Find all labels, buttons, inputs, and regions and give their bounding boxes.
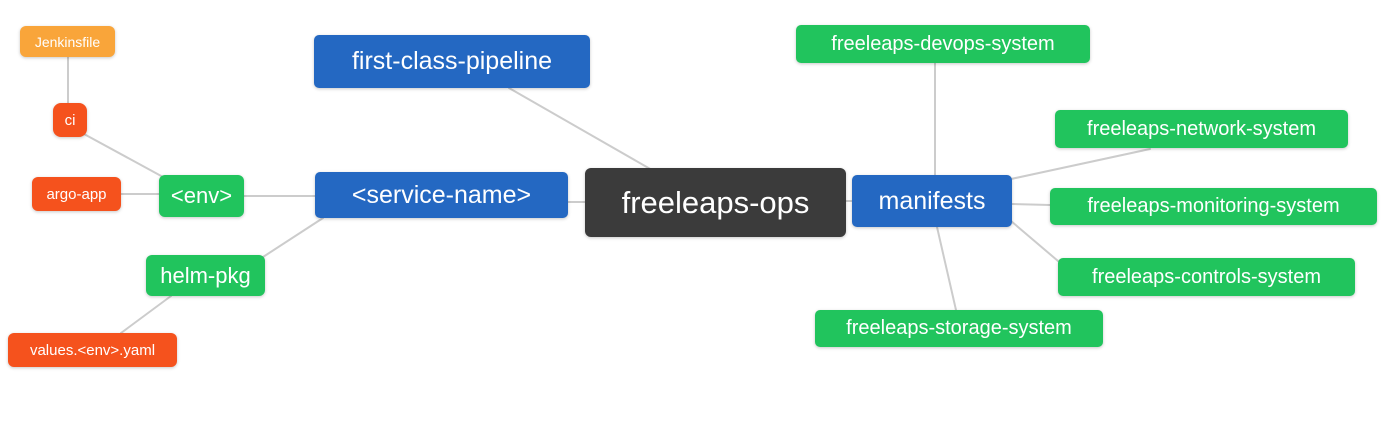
edge-first-class-pipeline-freeleaps-ops <box>508 87 653 171</box>
edge-manifests-freeleaps-network-system <box>1010 148 1151 180</box>
node-helm-pkg[interactable]: helm-pkg <box>146 255 265 296</box>
node-manifests[interactable]: manifests <box>852 175 1012 227</box>
node-service-name[interactable]: <service-name> <box>315 172 568 218</box>
node-freeleaps-network-system[interactable]: freeleaps-network-system <box>1055 110 1348 148</box>
node-freeleaps-storage-system[interactable]: freeleaps-storage-system <box>815 310 1103 347</box>
edge-helm-pkg-values-env-yaml <box>120 295 172 334</box>
edge-helm-pkg-service-name <box>262 217 324 258</box>
edge-manifests-freeleaps-controls-system <box>1010 220 1059 262</box>
node-jenkinsfile[interactable]: Jenkinsfile <box>20 26 115 57</box>
node-env[interactable]: <env> <box>159 175 244 217</box>
node-first-class-pipeline[interactable]: first-class-pipeline <box>314 35 590 88</box>
edge-manifests-freeleaps-storage-system <box>936 226 957 311</box>
edge-ci-env <box>83 133 164 178</box>
node-freeleaps-monitoring-system[interactable]: freeleaps-monitoring-system <box>1050 188 1377 225</box>
node-freeleaps-controls-system[interactable]: freeleaps-controls-system <box>1058 258 1355 296</box>
node-freeleaps-devops-system[interactable]: freeleaps-devops-system <box>796 25 1090 63</box>
node-values-env-yaml[interactable]: values.<env>.yaml <box>8 333 177 367</box>
node-ci[interactable]: ci <box>53 103 87 137</box>
edge-manifests-freeleaps-monitoring-system <box>1011 203 1051 206</box>
node-freeleaps-ops[interactable]: freeleaps-ops <box>585 168 846 237</box>
node-argo-app[interactable]: argo-app <box>32 177 121 211</box>
